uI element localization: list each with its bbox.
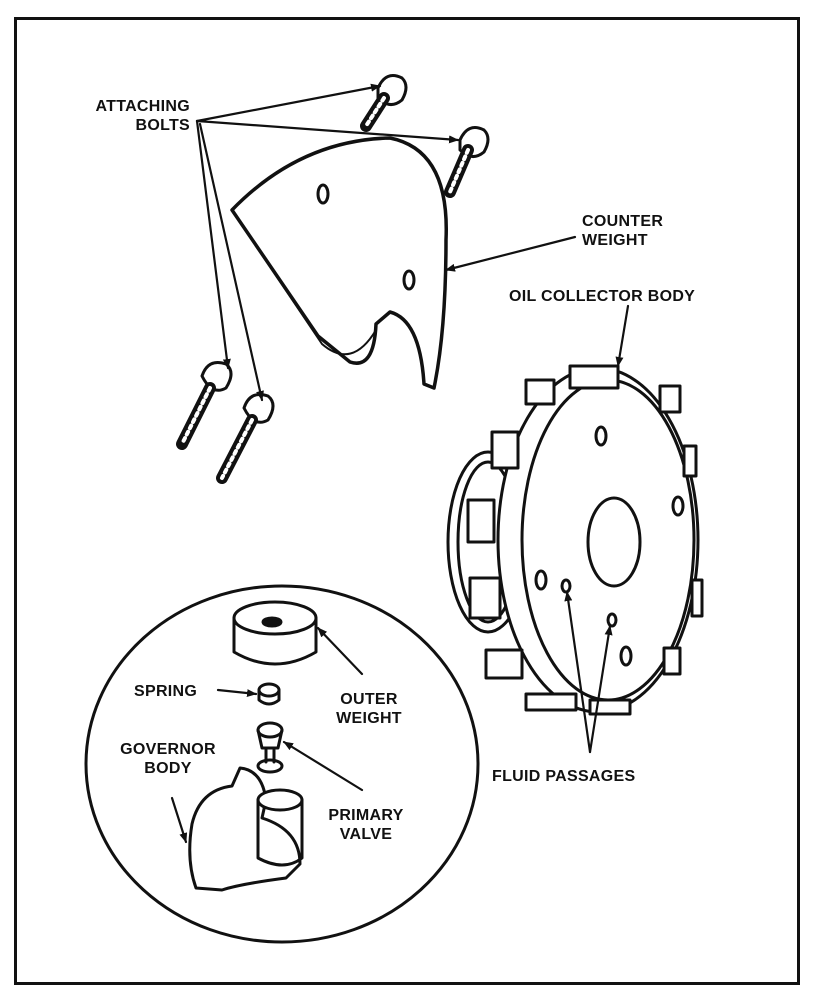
label-bolts-line2: BOLTS (135, 117, 190, 134)
leader-bolts-lr (198, 122, 264, 402)
label-primary-valve: PRIMARY VALVE (316, 806, 416, 844)
leader-outer-weight (316, 626, 364, 676)
attaching-bolt-top (360, 74, 408, 132)
label-weight-line2: WEIGHT (582, 232, 648, 249)
label-body-line2: BODY (144, 760, 192, 777)
attaching-bolt-lower-left (176, 361, 233, 450)
label-governor-body: GOVERNOR BODY (108, 740, 228, 778)
attaching-bolt-right (444, 126, 490, 198)
counter-weight (230, 136, 448, 390)
label-governor-line1: GOVERNOR (120, 741, 216, 758)
label-oil-collector-body: OIL COLLECTOR BODY (509, 288, 696, 305)
leader-bolts-ll (195, 119, 231, 370)
primary-valve (256, 721, 284, 774)
label-attaching-line1: ATTACHING (95, 98, 190, 115)
attaching-bolt-lower-right (216, 393, 275, 484)
label-valve-line2: VALVE (339, 826, 393, 843)
outer-weight (232, 600, 318, 666)
label-spring: SPRING (134, 683, 198, 700)
governor-body (188, 766, 304, 892)
spring (257, 682, 281, 706)
leader-fluid-1 (564, 590, 592, 754)
label-weight-line2: WEIGHT (336, 710, 402, 727)
leader-governor-body (170, 796, 188, 844)
label-attaching-bolts: ATTACHING BOLTS (56, 97, 190, 135)
leader-spring (216, 688, 258, 698)
leader-bolts-right (195, 119, 460, 144)
leader-primary-valve (282, 740, 364, 792)
oil-collector-body (446, 364, 704, 716)
label-outer-line1: OUTER (340, 691, 398, 708)
label-counter-line1: COUNTER (582, 213, 664, 230)
label-counter-weight: COUNTER WEIGHT (582, 212, 663, 250)
label-fluid-passages: FLUID PASSAGES (492, 768, 636, 785)
diagram-frame (14, 17, 800, 985)
leader-fluid-2 (588, 624, 613, 754)
leader-bolts-top (195, 83, 382, 123)
leader-counter-weight (444, 235, 577, 272)
leader-oil-collector (615, 304, 630, 368)
label-primary-line1: PRIMARY (328, 807, 404, 824)
label-outer-weight: OUTER WEIGHT (326, 690, 412, 728)
